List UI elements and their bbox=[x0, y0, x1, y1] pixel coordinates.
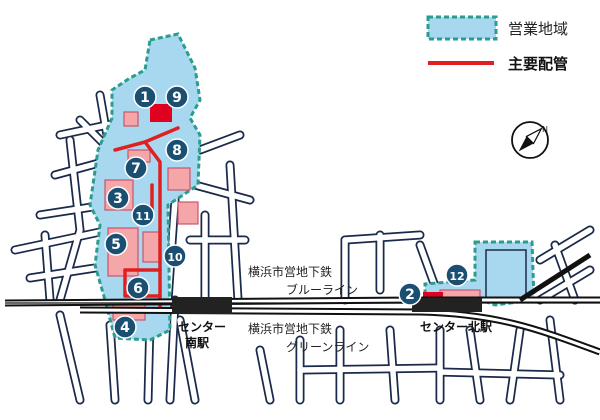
site-marker-6: 6 bbox=[126, 276, 150, 300]
site-marker-10: 10 bbox=[163, 244, 187, 268]
compass: N bbox=[511, 121, 549, 159]
site-marker-circle bbox=[131, 203, 155, 227]
site-marker-circle bbox=[106, 186, 130, 210]
site-marker-circle bbox=[133, 85, 157, 109]
site-marker-circle bbox=[104, 232, 128, 256]
north-station-label: センター北駅 bbox=[420, 319, 493, 334]
site-marker-circle bbox=[113, 315, 137, 339]
legend-service-area-swatch bbox=[426, 15, 498, 41]
green-line-label-2: グリーンライン bbox=[286, 340, 369, 354]
compass-north-label: N bbox=[542, 125, 548, 134]
blue-line-label-2: ブルーライン bbox=[286, 282, 358, 297]
main-pipe-network bbox=[113, 126, 180, 312]
site-marker-1: 1 bbox=[133, 85, 157, 109]
heat-plant-main bbox=[150, 104, 172, 122]
site-marker-12: 12 bbox=[445, 263, 469, 287]
legend-service-area-label: 営業地域 bbox=[508, 20, 568, 38]
site-marker-label: 5 bbox=[111, 237, 121, 253]
site-marker-3: 3 bbox=[106, 186, 130, 210]
site-marker-7: 7 bbox=[124, 156, 148, 180]
site-markers: 1 9 7 8 3 11 5 10 6 4 2 12 bbox=[104, 85, 469, 339]
site-marker-circle bbox=[398, 282, 422, 306]
site-marker-label: 3 bbox=[113, 191, 123, 207]
site-marker-label: 4 bbox=[120, 320, 130, 336]
site-marker-circle bbox=[165, 85, 189, 109]
legend-main-pipe-label: 主要配管 bbox=[508, 55, 568, 73]
site-marker-label: 11 bbox=[135, 210, 150, 223]
site-marker-4: 4 bbox=[113, 315, 137, 339]
site-marker-label: 2 bbox=[405, 287, 415, 303]
station-platform-south bbox=[172, 297, 232, 314]
site-marker-label: 6 bbox=[133, 281, 143, 297]
south-station-label-1: センター bbox=[178, 320, 226, 334]
site-marker-circle bbox=[165, 138, 189, 162]
site-marker-2: 2 bbox=[398, 282, 422, 306]
site-marker-circle bbox=[163, 244, 187, 268]
site-marker-label: 9 bbox=[172, 90, 182, 106]
site-marker-11: 11 bbox=[131, 203, 155, 227]
site-marker-9: 9 bbox=[165, 85, 189, 109]
site-marker-label: 1 bbox=[140, 90, 150, 106]
site-marker-label: 12 bbox=[449, 270, 464, 283]
north-arrow-icon bbox=[518, 127, 543, 152]
site-marker-5: 5 bbox=[104, 232, 128, 256]
site-marker-label: 7 bbox=[131, 161, 141, 177]
legend: 営業地域 主要配管 bbox=[426, 15, 568, 73]
south-station-label-2: 南駅 bbox=[185, 335, 210, 350]
station-labels: センター 南駅 センター北駅 bbox=[178, 319, 493, 350]
blue-line-label-1: 横浜市営地下鉄 bbox=[248, 264, 332, 279]
site-marker-circle bbox=[124, 156, 148, 180]
site-marker-label: 8 bbox=[172, 143, 182, 159]
site-marker-circle bbox=[126, 276, 150, 300]
site-marker-8: 8 bbox=[165, 138, 189, 162]
line-labels: 横浜市営地下鉄 ブルーライン 横浜市営地下鉄 グリーンライン bbox=[248, 264, 369, 354]
station-platform-north bbox=[412, 298, 482, 312]
site-marker-circle bbox=[445, 263, 469, 287]
green-line-label-1: 横浜市営地下鉄 bbox=[248, 321, 332, 336]
site-marker-label: 10 bbox=[167, 251, 183, 264]
water-block bbox=[485, 249, 527, 299]
